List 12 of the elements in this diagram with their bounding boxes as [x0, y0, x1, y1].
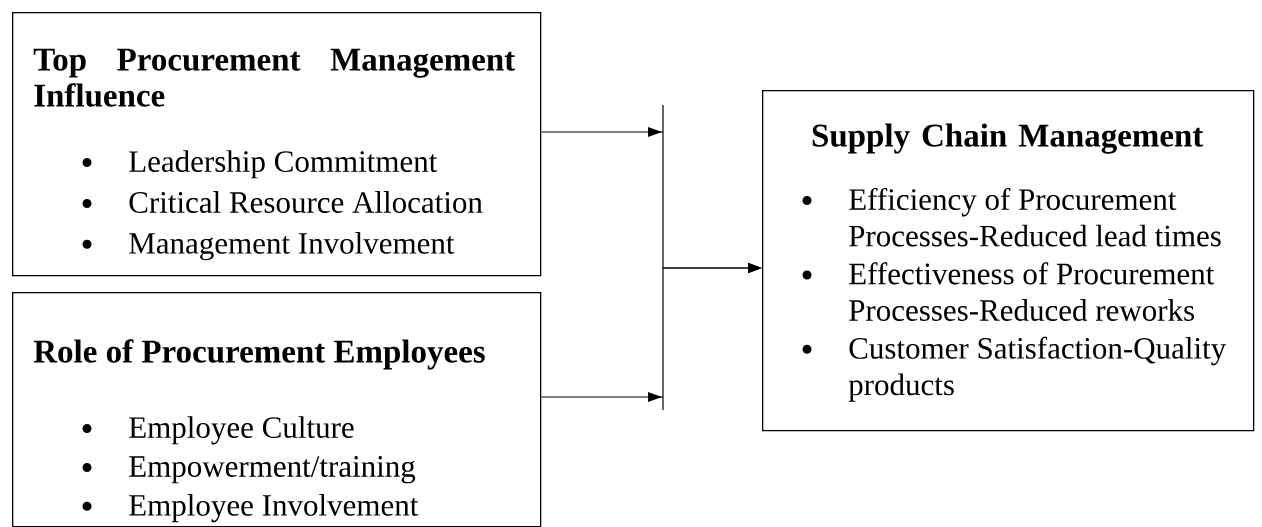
- bullet-item: Management Involvement: [82, 232, 455, 261]
- box-heading: Role of Procurement Employees: [33, 339, 485, 370]
- bullet-item: Leadership Commitment: [82, 150, 438, 179]
- bullet-item: Employee Involvement: [82, 494, 419, 523]
- bullet-item: Effectiveness of Procurement Processes-Reduced reworks: [802, 262, 1215, 321]
- bullet-item: Employee Culture: [82, 416, 354, 445]
- bullet-item: Critical Resource Allocation: [82, 191, 483, 213]
- box-heading: Supply Chain Management: [812, 123, 1204, 154]
- bullet-item: Efficiency of Procurement Processes-Reduced lead times: [802, 187, 1221, 247]
- box-heading: Top Procurement Management Influence: [33, 48, 516, 107]
- bullet-item: Customer Satisfaction-Quality products: [802, 336, 1227, 402]
- bullet-item: Empowerment/training: [82, 456, 416, 484]
